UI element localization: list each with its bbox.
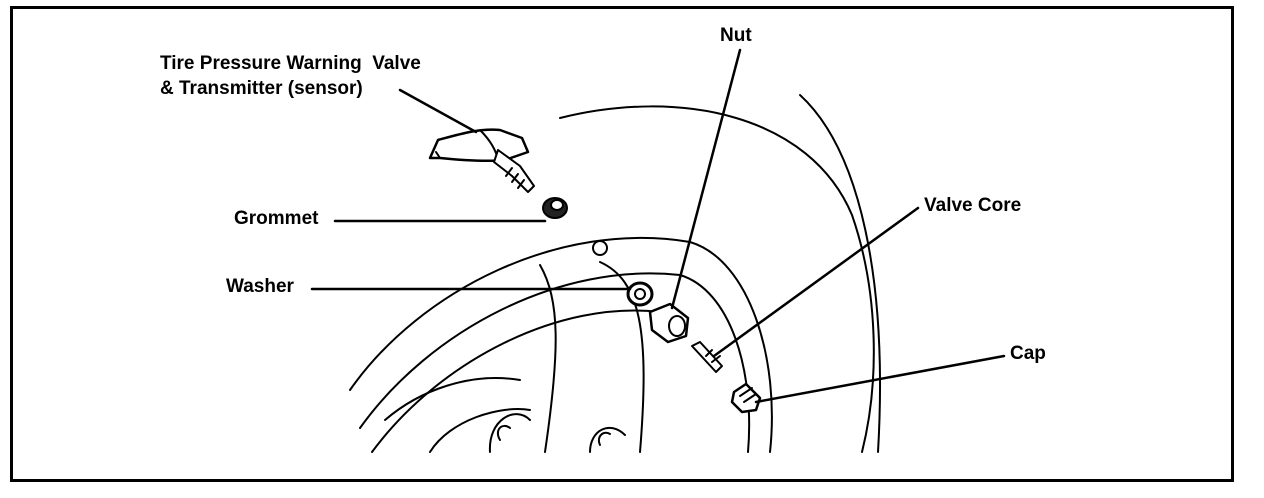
- hub-mark-1: [496, 424, 511, 441]
- spoke-4: [429, 408, 531, 453]
- cap-label: Cap: [1010, 343, 1046, 364]
- rim-arc-inner-2: [371, 309, 661, 453]
- hub-curve-1: [488, 413, 531, 453]
- sensor-label-line2: & Transmitter (sensor): [160, 78, 363, 99]
- grommet-label: Grommet: [234, 208, 319, 229]
- sensor-body: [428, 128, 530, 163]
- spoke-1: [539, 264, 557, 453]
- nut-leader: [670, 48, 742, 310]
- sensor-label-line1: Tire Pressure Warning Valve: [160, 53, 421, 74]
- rim-arc-inner: [359, 272, 751, 453]
- cap-part: [730, 382, 762, 414]
- spoke-3: [384, 377, 521, 421]
- diagram-frame: [10, 6, 1234, 482]
- lug-hole-1: [592, 240, 608, 256]
- sensor-leader: [398, 88, 478, 134]
- tire-outer-arc-2: [799, 94, 881, 453]
- washer-label: Washer: [226, 276, 294, 297]
- rim-arc-outer: [349, 237, 773, 453]
- nut-label: Nut: [720, 25, 752, 46]
- hub-mark-2: [598, 431, 611, 446]
- cap-leader: [754, 354, 1006, 404]
- hub-curve-2: [589, 426, 626, 453]
- valve-core-part: [691, 341, 723, 373]
- washer-part: [626, 281, 654, 307]
- valve-core-leader: [712, 206, 920, 358]
- spoke-2: [599, 261, 645, 453]
- tire-outer-arc: [559, 105, 875, 453]
- valve-core-label: Valve Core: [924, 195, 1022, 216]
